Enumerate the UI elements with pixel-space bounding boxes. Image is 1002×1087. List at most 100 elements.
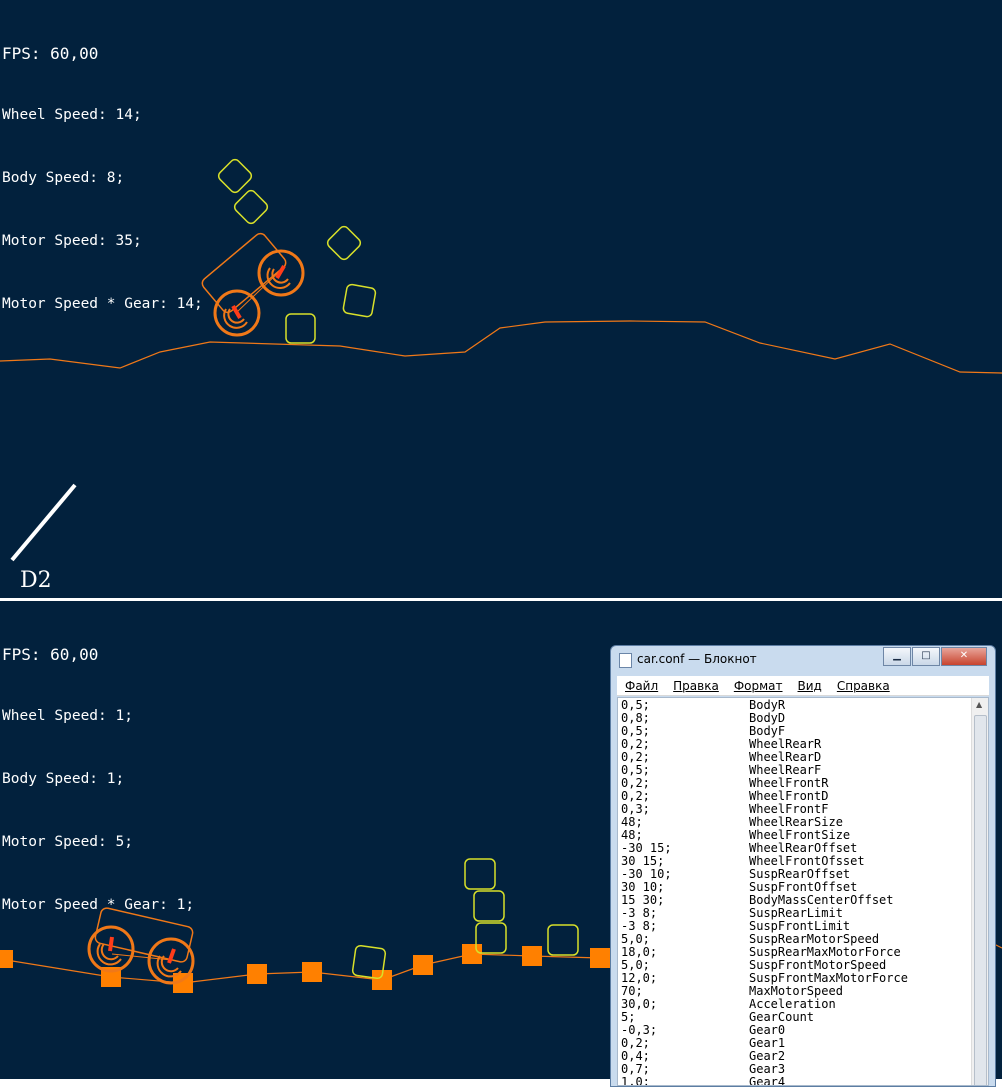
- config-line: 0,2;WheelRearR: [621, 738, 961, 751]
- scroll-up-icon[interactable]: ▲: [976, 700, 983, 709]
- terrain-marker: [522, 946, 542, 966]
- car-wheel-rear: [213, 289, 261, 337]
- fps-readout: FPS: 60,00: [2, 645, 99, 664]
- scrollbar-thumb[interactable]: [974, 715, 987, 1085]
- motor-speed-gear-readout: Motor Speed * Gear: 1;: [2, 897, 195, 913]
- config-key: WheelRearD: [749, 750, 822, 764]
- config-key: Gear1: [749, 1036, 786, 1050]
- config-line: 1,0;Gear4: [621, 1076, 961, 1086]
- box-3: [475, 922, 507, 954]
- config-line: 0,2; WheelFrontD: [621, 790, 961, 803]
- body-speed-readout: Body Speed: 1;: [2, 771, 125, 787]
- notepad-icon: [619, 653, 632, 668]
- config-value: 0,2;: [621, 737, 650, 751]
- config-value: 1,0;: [621, 1075, 650, 1086]
- config-value: 0,5;: [621, 698, 650, 712]
- config-line: 5,0; SuspFrontMotorSpeed: [621, 959, 961, 972]
- window-controls: ▁ □ ✕: [882, 647, 987, 666]
- config-value: 30 15;: [621, 854, 665, 868]
- terrain-marker: [413, 955, 433, 975]
- config-value: -30 10;: [621, 867, 672, 881]
- config-line: 0,2; WheelRearD: [621, 751, 961, 764]
- corner-label: D2: [20, 568, 52, 593]
- menu-file[interactable]: Файл: [625, 678, 659, 693]
- config-line: -30 15;WheelRearOffset: [621, 842, 961, 855]
- car-body: [94, 907, 194, 963]
- terrain-marker: [590, 948, 610, 968]
- config-key: SuspRearMaxMotorForce: [749, 945, 901, 959]
- config-line: 12,0; SuspFrontMaxMotorForce: [621, 972, 961, 985]
- config-key: BodyR: [749, 698, 786, 712]
- physics-scene: [0, 158, 1002, 562]
- config-value: 0,5;: [621, 763, 650, 777]
- wheel-speed-readout: Wheel Speed: 14;: [2, 107, 142, 123]
- box-5: [351, 944, 387, 980]
- config-key: SuspRearMotorSpeed: [749, 932, 880, 946]
- menu-help[interactable]: Справка: [836, 678, 890, 693]
- box-2: [473, 890, 505, 922]
- config-key: Gear2: [749, 1049, 786, 1063]
- config-value: 12,0;: [621, 971, 658, 985]
- config-line: 15 30;BodyMassCenterOffset: [621, 894, 961, 907]
- config-value: 5,0;: [621, 932, 650, 946]
- config-key: GearCount: [749, 1010, 815, 1024]
- config-value: 0,2;: [621, 750, 650, 764]
- config-line: 0,7;Gear3: [621, 1063, 961, 1076]
- config-line: 0,2;WheelFrontR: [621, 777, 961, 790]
- physics-scene: [0, 858, 1002, 993]
- config-value: 15 30;: [621, 893, 665, 907]
- config-line: -3 8; SuspFrontLimit: [621, 920, 961, 933]
- config-key: SuspFrontOffset: [749, 880, 858, 894]
- config-line: 0,4;Gear2: [621, 1050, 961, 1063]
- config-line: 0,5;WheelRearF: [621, 764, 961, 777]
- menu-edit[interactable]: Правка: [673, 678, 719, 693]
- config-key: WheelFrontSize: [749, 828, 851, 842]
- terrain-marker: [462, 944, 482, 964]
- config-line: -0,3;Gear0: [621, 1024, 961, 1037]
- terrain-marker: [0, 950, 13, 968]
- config-value: -0,3;: [621, 1023, 658, 1037]
- config-value: 0,2;: [621, 1036, 650, 1050]
- terrain-marker: [302, 962, 322, 982]
- config-value: 70;: [621, 984, 643, 998]
- close-button[interactable]: ✕: [941, 647, 987, 666]
- config-key: WheelFrontF: [749, 802, 829, 816]
- config-value: 30 10;: [621, 880, 665, 894]
- config-key: SuspFrontMotorSpeed: [749, 958, 887, 972]
- menu-view[interactable]: Вид: [797, 678, 822, 693]
- config-value: 0,2;: [621, 789, 650, 803]
- hud-stats: FPS: 60,00 Wheel Speed: 14; Body Speed: …: [2, 3, 203, 357]
- box-1: [464, 858, 496, 890]
- config-key: SuspFrontLimit: [749, 919, 851, 933]
- config-line: 0,3;WheelFrontF: [621, 803, 961, 816]
- terrain-line: [0, 320, 1002, 374]
- config-key: BodyD: [749, 711, 786, 725]
- body-speed-readout: Body Speed: 8;: [2, 170, 125, 186]
- config-key: SuspRearLimit: [749, 906, 843, 920]
- config-value: 0,2;: [621, 776, 650, 790]
- menu-format[interactable]: Формат: [733, 678, 783, 693]
- config-key: BodyF: [749, 724, 786, 738]
- config-line: 5,0; SuspRearMotorSpeed: [621, 933, 961, 946]
- config-line: -30 10;SuspRearOffset: [621, 868, 961, 881]
- minimize-button[interactable]: ▁: [883, 647, 911, 666]
- motor-speed-gear-readout: Motor Speed * Gear: 14;: [2, 296, 203, 312]
- terrain-marker: [247, 964, 267, 984]
- notepad-window[interactable]: car.conf — Блокнот ▁ □ ✕ Файл Правка Фор…: [610, 645, 996, 1087]
- maximize-button[interactable]: □: [912, 647, 940, 666]
- config-value: -3 8;: [621, 919, 658, 933]
- config-key: SuspFrontMaxMotorForce: [749, 971, 908, 985]
- box-4: [547, 924, 579, 956]
- config-key: WheelFrontD: [749, 789, 829, 803]
- vertical-scrollbar[interactable]: ▲: [971, 698, 988, 1085]
- fps-readout: FPS: 60,00: [2, 44, 99, 63]
- config-line: 5;GearCount: [621, 1011, 961, 1024]
- window-title: car.conf — Блокнот: [637, 652, 757, 666]
- config-line: 70;MaxMotorSpeed: [621, 985, 961, 998]
- config-key: WheelRearSize: [749, 815, 843, 829]
- config-key: WheelFrontOfsset: [749, 854, 865, 868]
- config-value: 5,0;: [621, 958, 650, 972]
- box-1: [217, 158, 253, 194]
